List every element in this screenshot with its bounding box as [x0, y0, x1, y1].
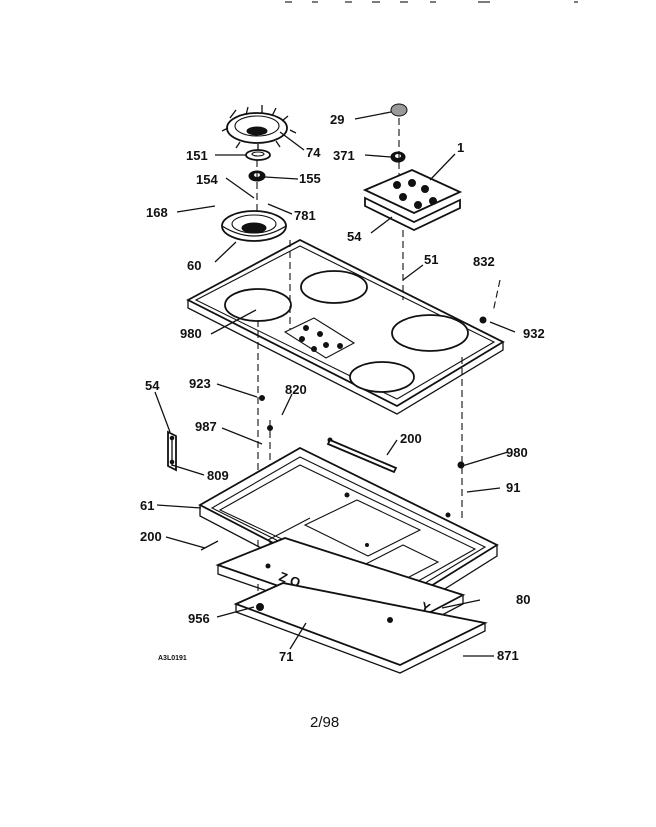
callout-labels: 29 74 151 371 1 154 155 168 781 54 60 51… [140, 112, 545, 731]
orifice-155 [248, 160, 266, 215]
knob-29 [390, 103, 408, 117]
callout-956: 956 [188, 611, 210, 626]
callout-51: 51 [424, 252, 438, 267]
callout-151: 151 [186, 148, 208, 163]
callout-168: 168 [146, 205, 168, 220]
callout-923: 923 [189, 376, 211, 391]
callout-54-top: 54 [347, 229, 362, 244]
side-bracket-54 [167, 430, 177, 472]
callout-29: 29 [330, 112, 344, 127]
callout-200-left: 200 [140, 529, 162, 544]
screw-832-932 [457, 279, 501, 469]
rod-200-upper [326, 438, 398, 474]
page-number: 2/98 [310, 714, 339, 731]
burner-cap-151 [245, 149, 271, 161]
callout-987: 987 [195, 419, 217, 434]
burner-head-74 [221, 105, 297, 151]
callout-155: 155 [299, 171, 321, 186]
callout-809: 809 [207, 468, 229, 483]
callout-832: 832 [473, 254, 495, 269]
callout-154: 154 [196, 172, 218, 187]
callout-980-top: 980 [180, 326, 202, 341]
nut-371 [390, 118, 406, 175]
burner-base-60 [221, 210, 287, 242]
leader-lines [154, 111, 516, 657]
callout-54-side: 54 [145, 378, 160, 393]
maintop-51 [186, 238, 505, 415]
rod-200-lower [200, 540, 219, 551]
bottom-panel-71 [233, 582, 488, 674]
callout-71: 71 [279, 649, 293, 664]
callout-60: 60 [187, 258, 201, 273]
callout-80: 80 [516, 592, 530, 607]
callout-371: 371 [333, 148, 355, 163]
diagram-code: A3L0191 [158, 655, 187, 662]
callout-820: 820 [285, 382, 307, 397]
callout-781: 781 [294, 208, 316, 223]
callout-932: 932 [523, 326, 545, 341]
callout-74: 74 [306, 145, 321, 160]
callout-1: 1 [457, 140, 464, 155]
callout-61: 61 [140, 498, 154, 513]
callout-871: 871 [497, 648, 519, 663]
callout-980-right: 980 [506, 445, 528, 460]
callout-200-top: 200 [400, 431, 422, 446]
control-panel-1 [362, 169, 463, 231]
callout-91: 91 [506, 480, 520, 495]
